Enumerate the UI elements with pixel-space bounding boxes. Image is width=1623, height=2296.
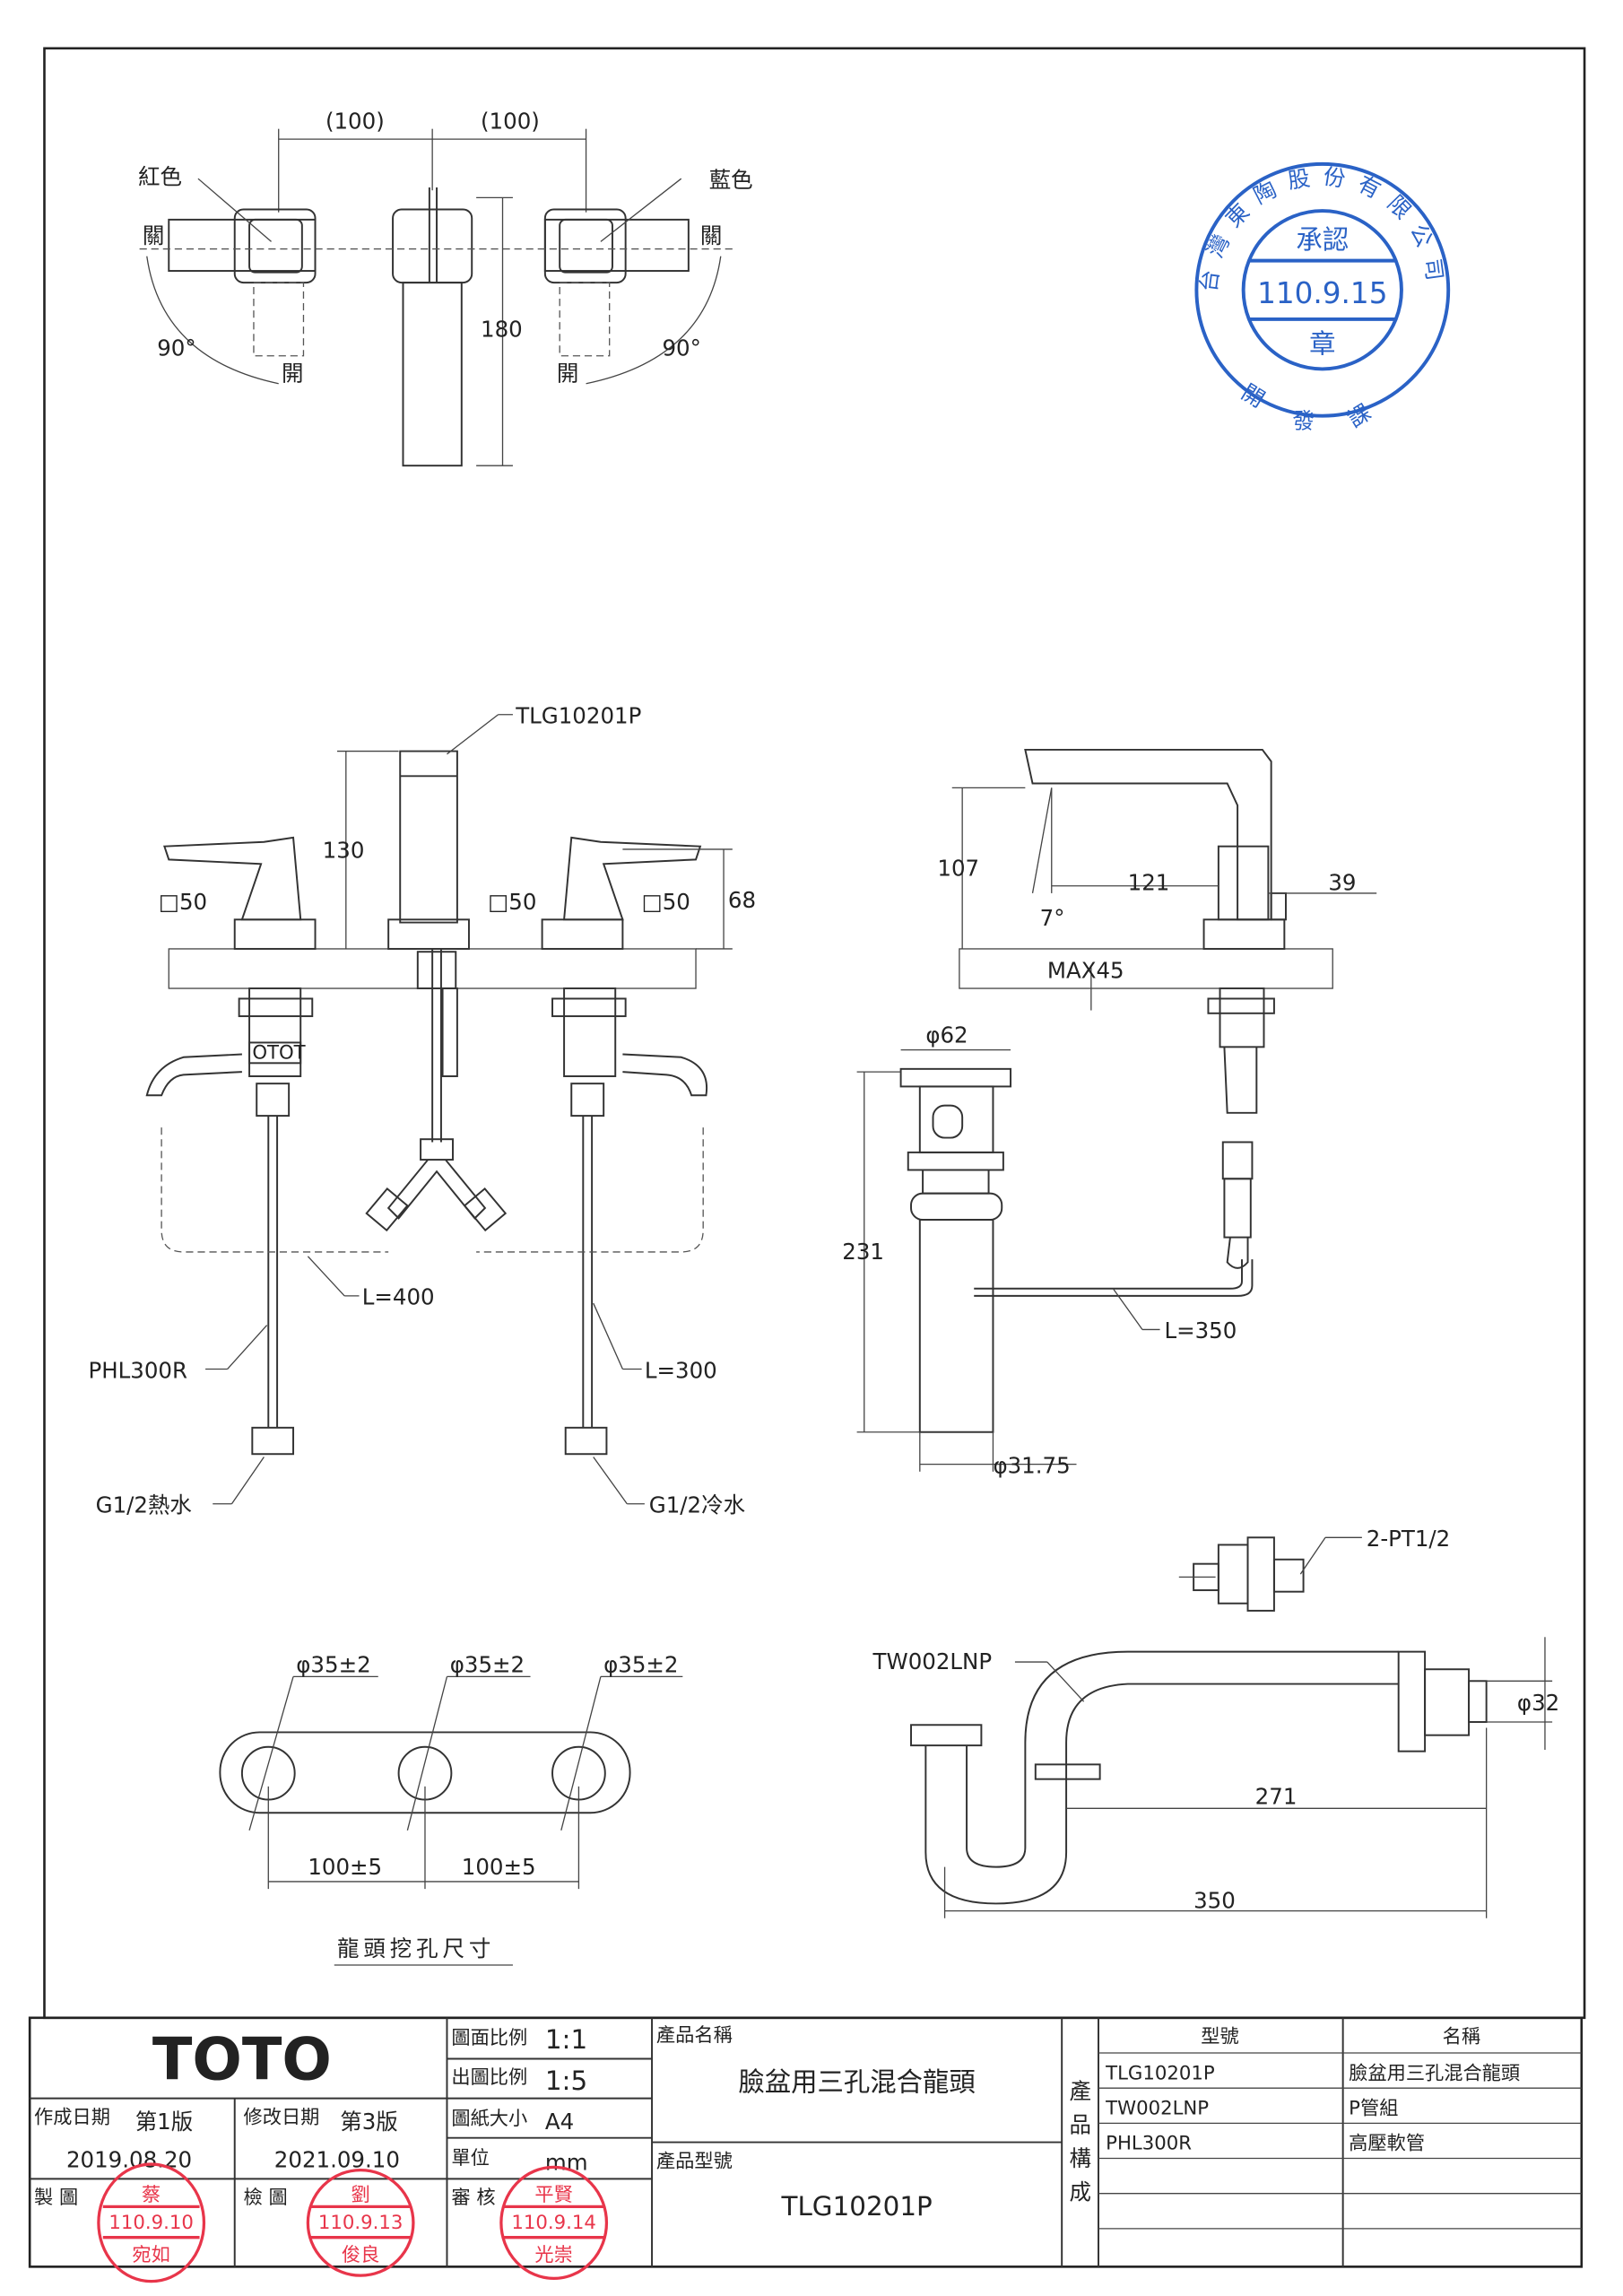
- svg-text:TLG10201P: TLG10201P: [780, 2191, 932, 2222]
- svg-text:L=350: L=350: [1164, 1318, 1237, 1344]
- svg-text:L=400: L=400: [362, 1284, 435, 1310]
- svg-text:mm: mm: [545, 2150, 588, 2176]
- svg-text:φ35±2: φ35±2: [450, 1651, 525, 1677]
- angle-left: 90°: [157, 335, 195, 361]
- model-label: TLG10201P: [515, 703, 641, 729]
- svg-text:產品名稱: 產品名稱: [656, 2024, 733, 2047]
- hole-caption: 龍頭挖孔尺寸: [337, 1935, 495, 1961]
- drawn-stamp: 蔡 110.9.10 宛如: [97, 2162, 206, 2283]
- svg-text:圖面比例: 圖面比例: [451, 2027, 527, 2049]
- svg-text:宛如: 宛如: [132, 2244, 169, 2266]
- svg-text:OTOT: OTOT: [252, 1041, 306, 1064]
- svg-text:第1版: 第1版: [135, 2109, 194, 2135]
- svg-text:2-PT1/2: 2-PT1/2: [1367, 1526, 1450, 1552]
- svg-text:1:1: 1:1: [545, 2024, 587, 2055]
- dim-left: (100): [325, 109, 385, 135]
- svg-text:□50: □50: [642, 889, 690, 915]
- svg-text:劉: 劉: [352, 2184, 370, 2206]
- svg-text:產品構成: 產品構成: [1066, 2079, 1092, 2214]
- approved-stamp: 平賢 110.9.14 光崇: [499, 2165, 609, 2281]
- svg-text:章: 章: [1309, 328, 1335, 359]
- svg-text:110.9.15: 110.9.15: [1257, 276, 1387, 310]
- svg-text:100±5: 100±5: [308, 1854, 382, 1880]
- part-name: P管組: [1349, 2098, 1398, 2120]
- svg-text:PHL300R: PHL300R: [88, 1357, 187, 1383]
- svg-text:L=300: L=300: [645, 1357, 717, 1383]
- angle-right: 90°: [662, 335, 700, 361]
- svg-text:107: 107: [937, 855, 979, 881]
- svg-text:100±5: 100±5: [462, 1854, 536, 1880]
- svg-text:39: 39: [1328, 870, 1356, 896]
- svg-text:作成日期: 作成日期: [34, 2106, 110, 2128]
- svg-text:俊良: 俊良: [342, 2244, 379, 2266]
- svg-text:平賢: 平賢: [534, 2184, 572, 2206]
- svg-text:φ32: φ32: [1517, 1690, 1559, 1716]
- hole-layout: φ35±2 φ35±2 φ35±2 100±5 100±5 龍頭挖孔尺寸: [219, 1651, 683, 1966]
- dim-right: (100): [481, 109, 540, 135]
- part-model: TLG10201P: [1105, 2062, 1215, 2084]
- title-block: TOTO 圖面比例 1:1 出圖比例 1:5 圖紙大小 A4 單位 mm 作成日…: [28, 2016, 1584, 2283]
- checked-stamp: 劉 110.9.13 俊良: [306, 2168, 415, 2277]
- svg-text:□50: □50: [159, 889, 207, 915]
- svg-text:φ62: φ62: [925, 1022, 968, 1048]
- height-dim: 180: [481, 317, 523, 343]
- svg-text:審 核: 審 核: [451, 2187, 495, 2209]
- svg-text:7°: 7°: [1040, 905, 1065, 931]
- front-view: OTOT TLG10201P 130 68 □50 □50 □50 L=400 …: [88, 703, 756, 1518]
- svg-text:產品型號: 產品型號: [656, 2150, 733, 2172]
- svg-text:圖紙大小: 圖紙大小: [451, 2108, 527, 2130]
- top-view: (100) (100) 180 紅色 藍色 關 關 90° 90° 開 開: [138, 109, 753, 467]
- svg-text:□50: □50: [488, 889, 536, 915]
- part-name: 臉盆用三孔混合龍頭: [1349, 2062, 1520, 2084]
- dim-130: 130: [323, 838, 365, 864]
- svg-text:2021.09.10: 2021.09.10: [274, 2146, 400, 2172]
- p-trap: TW002LNP φ32 271 350: [872, 1637, 1559, 1918]
- svg-text:121: 121: [1128, 870, 1170, 896]
- part-model: PHL300R: [1106, 2133, 1192, 2155]
- svg-text:110.9.10: 110.9.10: [108, 2212, 193, 2234]
- svg-text:單位: 單位: [451, 2147, 489, 2170]
- svg-text:修改日期: 修改日期: [244, 2106, 320, 2128]
- svg-text:光崇: 光崇: [534, 2244, 572, 2266]
- svg-text:出圖比例: 出圖比例: [451, 2066, 527, 2089]
- blue-label: 藍色: [709, 167, 753, 193]
- svg-text:臉盆用三孔混合龍頭: 臉盆用三孔混合龍頭: [738, 2066, 975, 2097]
- close-right: 關: [700, 222, 722, 248]
- part-name: 高壓軟管: [1349, 2133, 1425, 2155]
- svg-text:檢 圖: 檢 圖: [244, 2187, 288, 2209]
- red-label: 紅色: [138, 164, 182, 190]
- svg-text:TW002LNP: TW002LNP: [872, 1648, 993, 1674]
- svg-text:1:5: 1:5: [545, 2066, 587, 2096]
- open-left: 開: [282, 360, 303, 386]
- svg-text:271: 271: [1255, 1783, 1298, 1809]
- toto-logo: TOTO: [152, 2025, 332, 2093]
- svg-text:承認: 承認: [1296, 225, 1349, 256]
- svg-text:製 圖: 製 圖: [34, 2187, 78, 2209]
- svg-text:110.9.14: 110.9.14: [511, 2212, 596, 2234]
- svg-text:名稱: 名稱: [1443, 2026, 1480, 2048]
- svg-text:G1/2冷水: G1/2冷水: [649, 1492, 745, 1518]
- svg-text:350: 350: [1193, 1887, 1236, 1913]
- svg-text:A4: A4: [545, 2109, 574, 2135]
- dim-68: 68: [728, 887, 756, 913]
- side-view: 107 121 39 7° MAX45 φ62 231 L=350 φ31.75…: [842, 748, 1450, 1612]
- svg-text:蔡: 蔡: [142, 2184, 161, 2206]
- open-right: 開: [557, 360, 578, 386]
- svg-text:φ35±2: φ35±2: [603, 1651, 678, 1677]
- svg-text:110.9.13: 110.9.13: [318, 2212, 404, 2234]
- svg-text:MAX45: MAX45: [1047, 958, 1124, 984]
- part-model: TW002LNP: [1105, 2098, 1209, 2120]
- svg-text:第3版: 第3版: [340, 2109, 398, 2135]
- svg-text:G1/2熱水: G1/2熱水: [96, 1492, 192, 1518]
- svg-text:型號: 型號: [1201, 2026, 1238, 2048]
- svg-text:φ31.75: φ31.75: [993, 1452, 1070, 1478]
- svg-text:φ35±2: φ35±2: [296, 1651, 370, 1677]
- close-left: 關: [143, 222, 164, 248]
- svg-text:231: 231: [842, 1239, 884, 1265]
